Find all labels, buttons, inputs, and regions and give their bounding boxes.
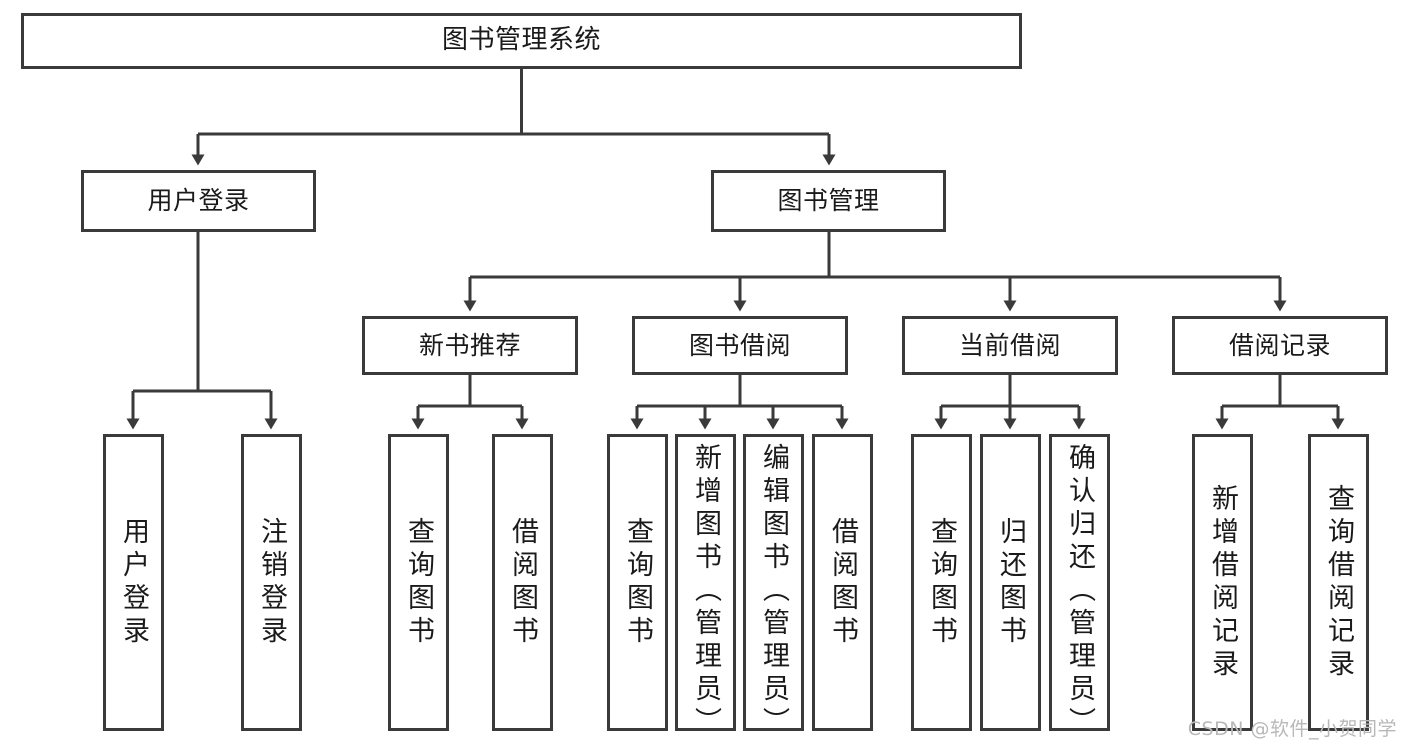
node-label: 确认归还（管理员） <box>1064 443 1095 740</box>
node-label: 查询借阅记录 <box>1323 483 1354 682</box>
node-label: 图书借阅 <box>688 330 791 360</box>
node-borrow-record[interactable]: 借阅记录 <box>1172 316 1388 375</box>
node-label: 查询图书 <box>622 516 653 649</box>
node-leaf-return-book[interactable]: 归还图书 <box>980 434 1041 731</box>
node-leaf-borrow-book[interactable]: 借阅图书 <box>812 434 873 731</box>
node-leaf-query-borrow-record[interactable]: 查询借阅记录 <box>1308 434 1369 731</box>
node-label: 借阅记录 <box>1228 330 1331 360</box>
node-user-login[interactable]: 用户登录 <box>81 170 316 232</box>
node-label: 当前借阅 <box>958 330 1061 360</box>
node-label: 新书推荐 <box>418 330 521 360</box>
node-label: 用户登录 <box>118 516 149 649</box>
node-root-library-management-system[interactable]: 图书管理系统 <box>21 13 1022 69</box>
node-label: 用户登录 <box>147 186 250 215</box>
node-leaf-query-book-recommend[interactable]: 查询图书 <box>388 434 449 731</box>
node-label: 编辑图书（管理员） <box>758 443 789 740</box>
node-current-borrow[interactable]: 当前借阅 <box>902 316 1118 375</box>
node-leaf-logout[interactable]: 注销登录 <box>241 434 302 731</box>
node-leaf-query-book-borrow[interactable]: 查询图书 <box>607 434 668 731</box>
node-label: 归还图书 <box>995 516 1026 649</box>
node-leaf-user-login[interactable]: 用户登录 <box>103 434 164 731</box>
node-leaf-add-borrow-record[interactable]: 新增借阅记录 <box>1192 434 1253 731</box>
node-label: 新增借阅记录 <box>1207 483 1238 682</box>
node-leaf-add-book[interactable]: 新增图书（管理员） <box>675 434 736 740</box>
node-label: 图书管理 <box>777 186 880 215</box>
node-label: 新增图书（管理员） <box>690 443 721 740</box>
node-book-borrow[interactable]: 图书借阅 <box>632 316 848 375</box>
node-leaf-borrow-book-recommend[interactable]: 借阅图书 <box>492 434 553 731</box>
node-label: 查询图书 <box>926 516 957 649</box>
node-label: 图书管理系统 <box>441 25 601 56</box>
node-label: 借阅图书 <box>827 516 858 649</box>
node-leaf-query-book-current[interactable]: 查询图书 <box>911 434 972 731</box>
node-new-book-recommend[interactable]: 新书推荐 <box>362 316 578 375</box>
node-label: 查询图书 <box>403 516 434 649</box>
node-book-management[interactable]: 图书管理 <box>711 170 946 232</box>
node-label: 借阅图书 <box>507 516 538 649</box>
node-leaf-edit-book[interactable]: 编辑图书（管理员） <box>743 434 804 740</box>
watermark-text: CSDN @软件_小贺同学 <box>1187 718 1397 740</box>
node-label: 注销登录 <box>256 516 287 649</box>
node-leaf-confirm-return[interactable]: 确认归还（管理员） <box>1049 434 1110 740</box>
